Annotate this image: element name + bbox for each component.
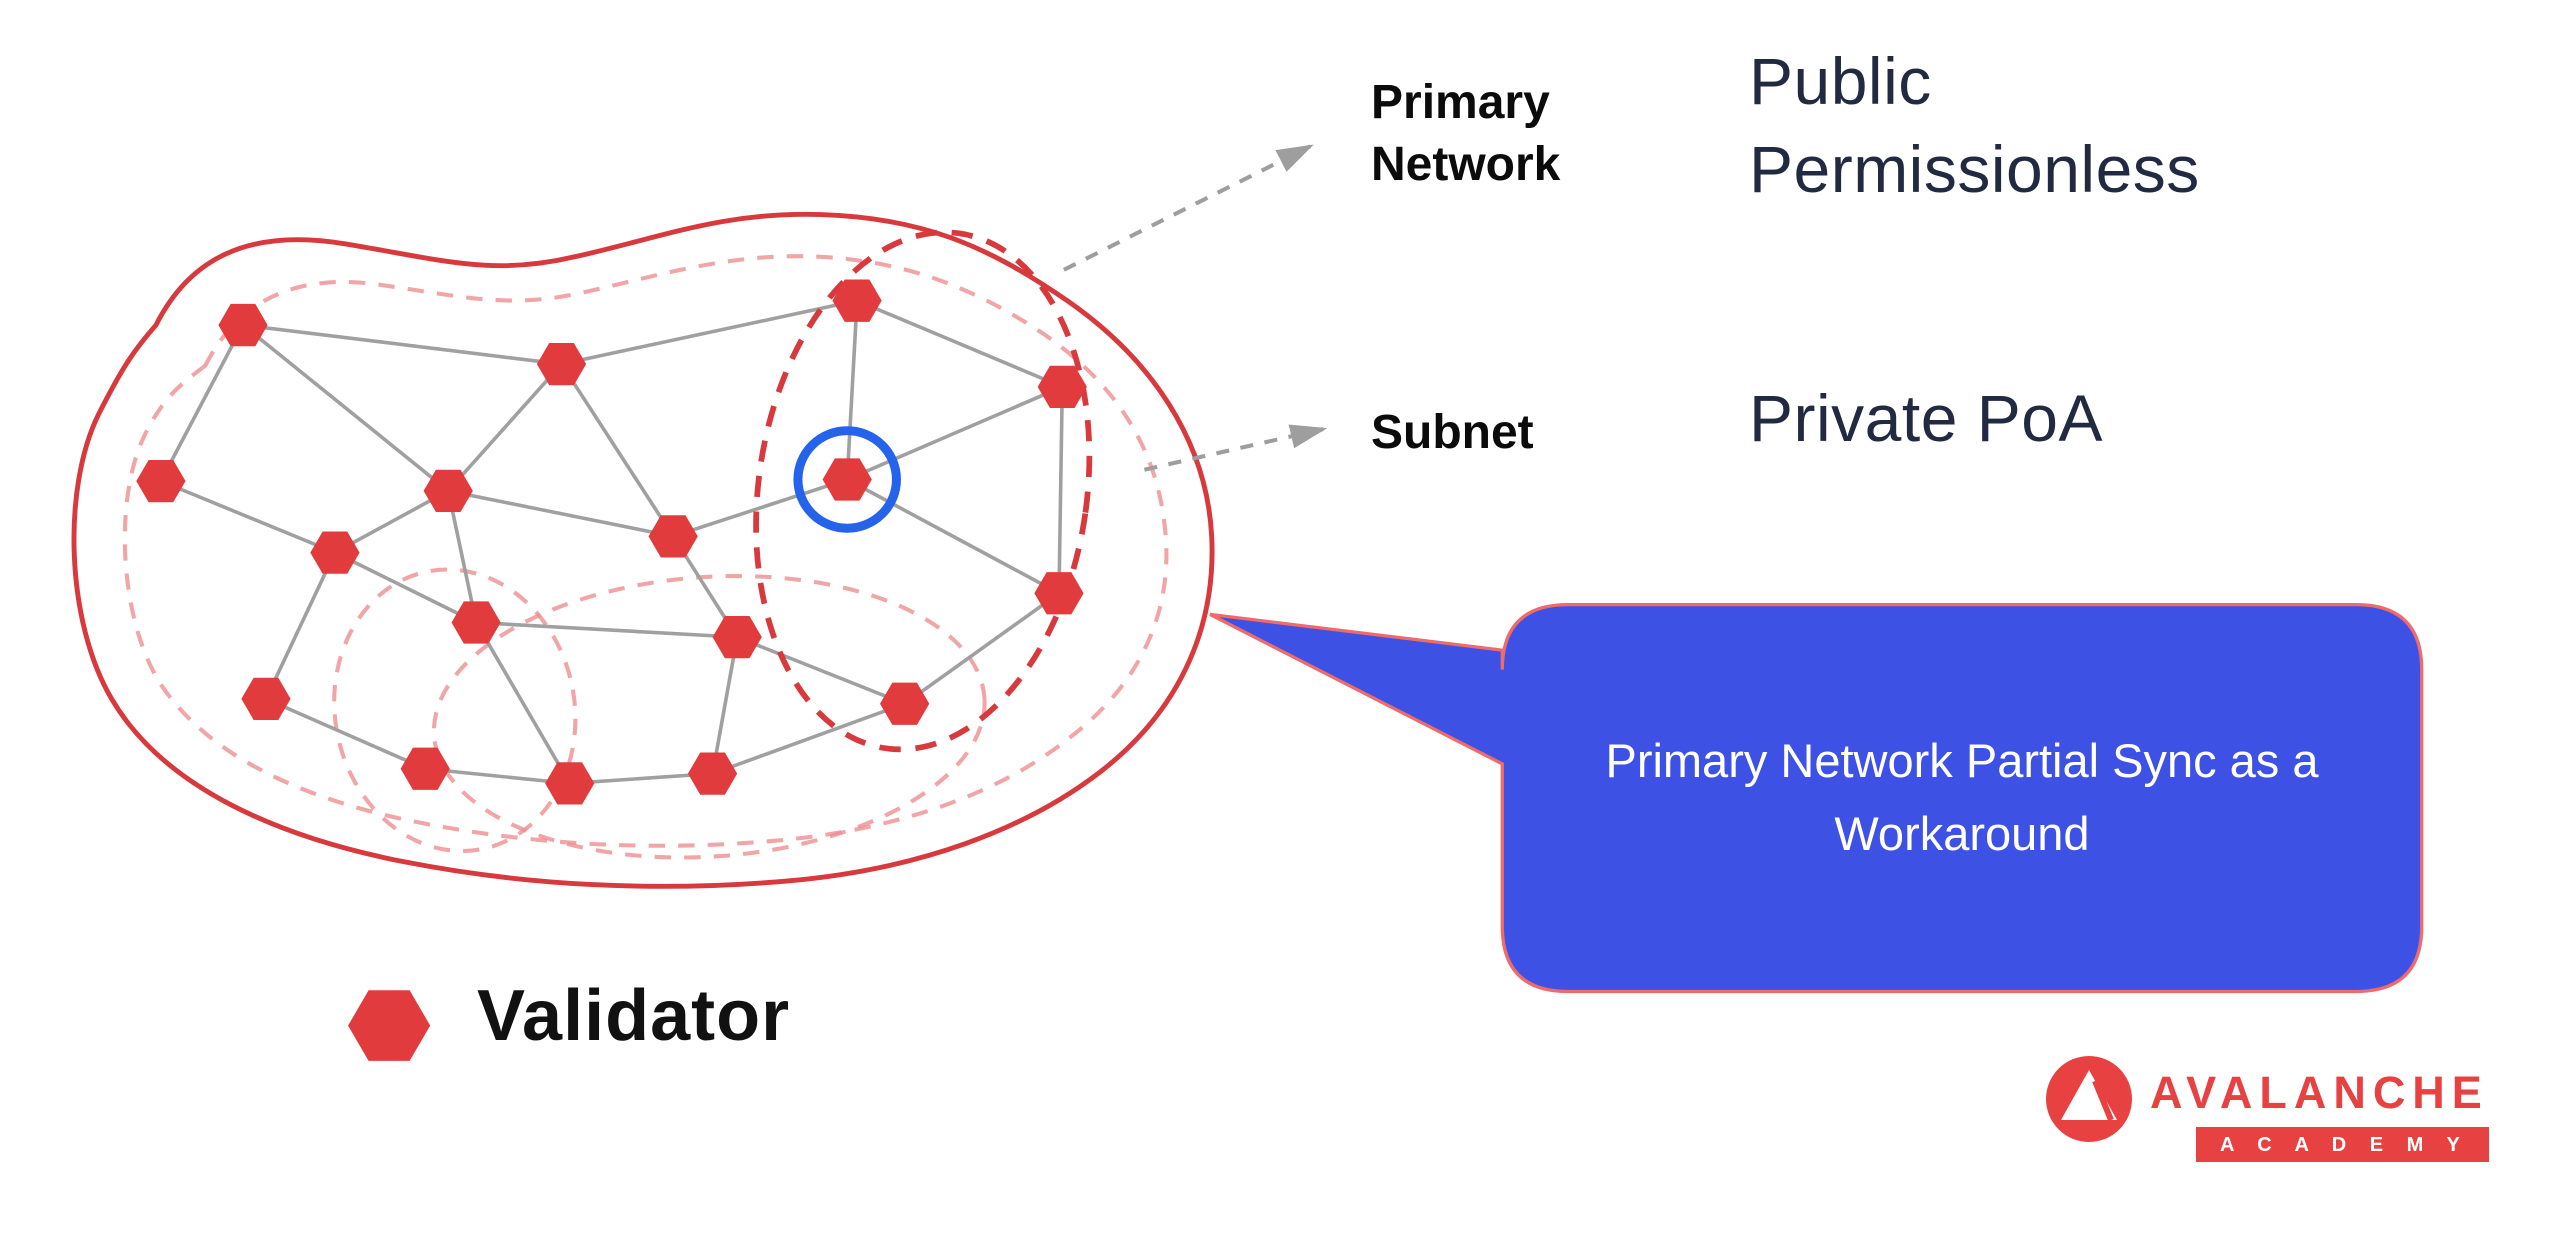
subnet-outline-a [332, 567, 578, 854]
academy-badge: A C A D E M Y [2195, 1127, 2489, 1162]
validator-node [1037, 365, 1087, 408]
network-edge [265, 697, 426, 771]
network-edge [856, 299, 1063, 389]
network-edge [476, 620, 738, 639]
network-edge [446, 362, 563, 493]
validator-node [136, 459, 186, 503]
validator-node [1034, 572, 1084, 615]
network-edge [160, 479, 336, 555]
network-edge [241, 323, 450, 493]
network-edge [903, 591, 1061, 706]
validator-legend-label: Validator [477, 976, 791, 1056]
callout-text: Primary Network Partial Sync as a Workar… [1605, 734, 2319, 860]
validator-node [832, 279, 882, 322]
validator-node [687, 752, 738, 795]
validator-node [712, 615, 762, 659]
primary-network-boundary [71, 211, 1215, 889]
validator-nodes [136, 279, 1087, 1061]
network-edge [559, 363, 675, 538]
public-permissionless-heading: Public Permissionless [1749, 44, 2200, 206]
network-edge [1057, 386, 1065, 594]
validator-node [400, 747, 450, 790]
network-edge [447, 489, 674, 539]
validator-node [880, 682, 930, 725]
network-edge [736, 635, 906, 706]
network-edge [672, 477, 848, 539]
legend-validator-icon [348, 990, 431, 1061]
primary-network-label: Primary Network [1371, 76, 1561, 192]
validator-node [310, 531, 360, 574]
validator-node [648, 515, 698, 558]
avalanche-academy-logo: AVALANCHE A C A D E M Y [2046, 1056, 2489, 1162]
network-edge [446, 490, 478, 623]
network-edge [710, 636, 739, 774]
network-edge [264, 551, 337, 700]
validator-node [545, 762, 595, 805]
avalanche-logo-icon [2046, 1056, 2132, 1142]
inner-subnet-outline [122, 254, 1169, 848]
network-edges [159, 298, 1065, 786]
private-poa-heading: Private PoA [1749, 381, 2103, 455]
validator-node [451, 601, 501, 644]
avalanche-brand-text: AVALANCHE [2150, 1067, 2489, 1118]
network-edge [159, 324, 245, 482]
validator-node [822, 458, 872, 501]
validator-node [536, 342, 587, 386]
network-edge [561, 298, 858, 366]
subnet-arrow [1143, 424, 1328, 472]
highlighted-subnet-outline [753, 229, 1093, 753]
validator-node [241, 677, 291, 721]
network-edge [711, 702, 906, 776]
network-edge [846, 477, 1060, 595]
selected-validator-ring [793, 426, 901, 533]
callout-bubble [1209, 602, 2424, 994]
network-edge [334, 489, 450, 555]
network-edge [569, 771, 713, 786]
network-edge [845, 300, 859, 480]
subnet-label: Subnet [1371, 406, 1534, 459]
validator-node [218, 303, 268, 347]
network-edge [846, 385, 1063, 482]
network-edge [242, 323, 562, 366]
validator-node [423, 469, 473, 512]
primary-network-arrow [1062, 144, 1314, 272]
network-edge [425, 766, 570, 786]
network-edge [334, 551, 477, 625]
network-edge [474, 621, 572, 785]
